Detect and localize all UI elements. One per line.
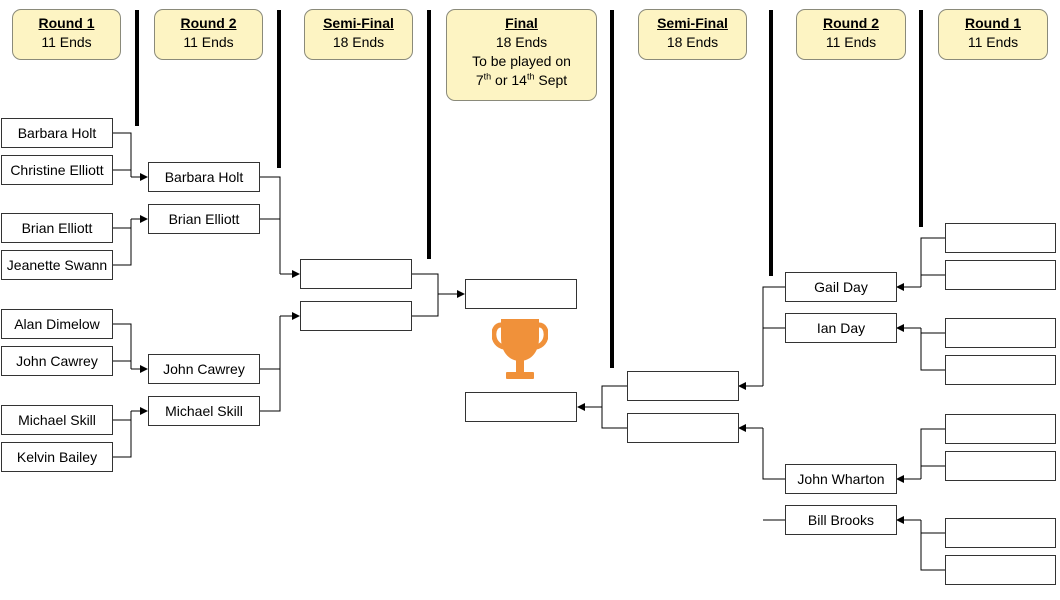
- right-r1-slot-7: [945, 518, 1056, 548]
- header-ends: 11 Ends: [967, 34, 1019, 50]
- left-r2-slot-1: Barbara Holt: [148, 162, 260, 192]
- header-title: Semi-Final: [323, 15, 394, 31]
- header-final: Final 18 Ends To be played on 7th or 14t…: [446, 9, 597, 101]
- right-r2-slot-1: Gail Day: [785, 272, 897, 302]
- header-right-semi: Semi-Final 18 Ends: [638, 9, 747, 60]
- left-r1-slot-3: Brian Elliott: [1, 213, 113, 243]
- header-title: Round 1: [38, 15, 95, 31]
- date-month: Sept: [534, 72, 568, 88]
- left-r1-slot-1: Barbara Holt: [1, 118, 113, 148]
- header-ends: 18 Ends: [332, 34, 385, 50]
- right-semi-slot-2: [627, 413, 739, 443]
- header-ends: 18 Ends: [666, 34, 719, 50]
- left-r1-slot-4: Jeanette Swann: [1, 250, 113, 280]
- header-ends: 11 Ends: [183, 34, 234, 50]
- right-r1-slot-3: [945, 318, 1056, 348]
- header-ends: 18 Ends: [495, 34, 548, 50]
- left-semi-slot-2: [300, 301, 412, 331]
- header-title: Round 2: [823, 15, 879, 31]
- date-or: or 14: [491, 72, 527, 88]
- date-suffix2: th: [526, 71, 535, 82]
- left-r2-slot-4: Michael Skill: [148, 396, 260, 426]
- left-semi-slot-1: [300, 259, 412, 289]
- left-r1-slot-6: John Cawrey: [1, 346, 113, 376]
- header-title: Semi-Final: [657, 15, 728, 31]
- final-slot-1: [465, 279, 577, 309]
- header-left-semi: Semi-Final 18 Ends: [304, 9, 413, 60]
- left-r1-slot-5: Alan Dimelow: [1, 309, 113, 339]
- right-r1-slot-8: [945, 555, 1056, 585]
- left-r2-slot-3: John Cawrey: [148, 354, 260, 384]
- right-r1-slot-1: [945, 223, 1056, 253]
- right-r1-slot-4: [945, 355, 1056, 385]
- left-r1-slot-2: Christine Elliott: [1, 155, 113, 185]
- right-r2-slot-3: John Wharton: [785, 464, 897, 494]
- right-r1-slot-5: [945, 414, 1056, 444]
- left-r1-slot-8: Kelvin Bailey: [1, 442, 113, 472]
- header-date: 7th or 14th Sept: [447, 71, 596, 90]
- header-title: Round 2: [180, 15, 237, 31]
- header-note: To be played on: [472, 53, 571, 69]
- header-ends: 11 Ends: [41, 34, 92, 50]
- right-r2-slot-2: Ian Day: [785, 313, 897, 343]
- left-r2-slot-2: Brian Elliott: [148, 204, 260, 234]
- left-r1-slot-7: Michael Skill: [1, 405, 113, 435]
- trophy-icon: [492, 319, 548, 379]
- header-title: Final: [505, 15, 538, 31]
- final-slot-2: [465, 392, 577, 422]
- date-day1: 7: [475, 72, 484, 88]
- header-right-round2: Round 2 11 Ends: [796, 9, 906, 60]
- header-right-round1: Round 1 11 Ends: [938, 9, 1048, 60]
- right-semi-slot-1: [627, 371, 739, 401]
- header-ends: 11 Ends: [825, 34, 877, 50]
- header-left-round2: Round 2 11 Ends: [154, 9, 263, 60]
- right-r1-slot-2: [945, 260, 1056, 290]
- right-r2-slot-4: Bill Brooks: [785, 505, 897, 535]
- right-r1-slot-6: [945, 451, 1056, 481]
- header-title: Round 1: [965, 15, 1021, 31]
- header-left-round1: Round 1 11 Ends: [12, 9, 121, 60]
- date-suffix1: th: [483, 71, 492, 82]
